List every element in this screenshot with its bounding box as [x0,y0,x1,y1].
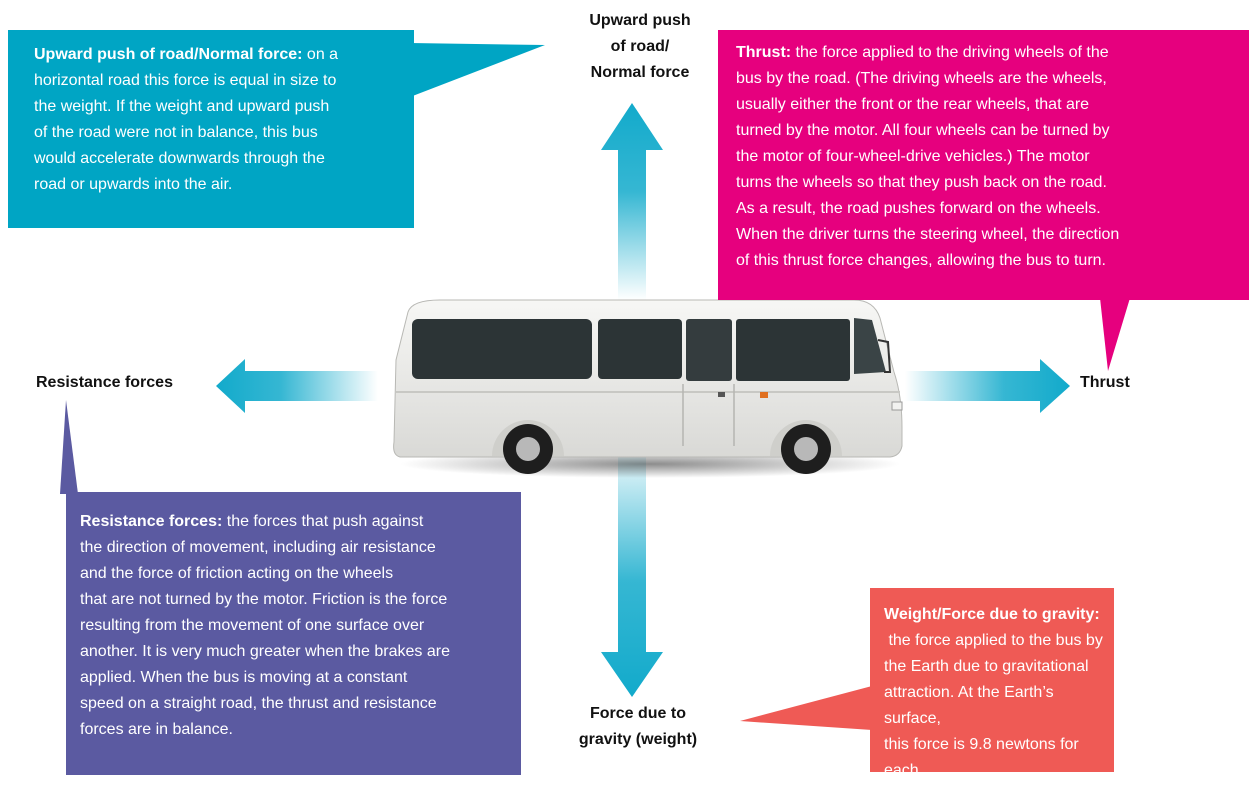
resistance-callout-line: and the force of friction acting on the … [80,561,513,587]
weight-callout-line: this force is 9.8 newtons for each [884,732,1106,784]
weight-callout-pointer [740,686,872,730]
normal-callout-line: road or upwards into the air. [34,172,404,198]
weight-label-line2: gravity (weight) [558,727,718,753]
normal-callout-line: the weight. If the weight and upward pus… [34,94,404,120]
weight-arrow [601,440,663,697]
resistance-callout-line: forces are in balance. [80,717,513,743]
thrust-callout-line: Thrust: the force applied to the driving… [736,40,1239,66]
normal-force-callout: Upward push of road/Normal force: on a h… [8,30,414,228]
normal-callout-line: horizontal road this force is equal in s… [34,68,404,94]
resistance-callout-line: the direction of movement, including air… [80,535,513,561]
normal-callout-line: would accelerate downwards through the [34,146,404,172]
resistance-callout: Resistance forces: the forces that push … [66,492,521,775]
weight-callout-title: Weight/Force due to gravity: [884,606,1100,623]
normal-callout-title: Upward push of road/Normal force: [34,46,302,63]
resistance-arrow [216,359,378,413]
resistance-callout-line: speed on a straight road, the thrust and… [80,691,513,717]
normal-callout-line: Upward push of road/Normal force: on a [34,42,404,68]
resistance-callout-line: that are not turned by the motor. Fricti… [80,587,513,613]
thrust-callout-title: Thrust: [736,44,791,61]
resistance-label: Resistance forces [36,370,173,396]
resistance-callout-line: Resistance forces: the forces that push … [80,509,513,535]
normal-force-arrow [601,103,663,300]
resistance-callout-pointer [60,400,78,494]
weight-callout-line: the force applied to the bus by [884,628,1106,654]
weight-label: Force due to gravity (weight) [558,701,718,753]
normal-callout-pointer [410,43,545,97]
resistance-callout-title: Resistance forces: [80,513,222,530]
weight-callout-line: kilogram of mass. [884,784,1106,810]
thrust-callout-line: When the driver turns the steering wheel… [736,222,1239,248]
thrust-callout-line: turned by the motor. All four wheels can… [736,118,1239,144]
weight-callout-line: attraction. At the Earth’s surface, [884,680,1106,732]
thrust-callout-line: turns the wheels so that they push back … [736,170,1239,196]
weight-callout-title-line: Weight/Force due to gravity: [884,602,1106,628]
normal-label-line3: Normal force [560,60,720,86]
normal-force-label: Upward push of road/ Normal force [560,8,720,86]
weight-callout-line: the Earth due to gravitational [884,654,1106,680]
normal-callout-line: of the road were not in balance, this bu… [34,120,404,146]
weight-callout: Weight/Force due to gravity: the force a… [870,588,1114,772]
thrust-arrow [905,359,1070,413]
thrust-callout-line: of this thrust force changes, allowing t… [736,248,1239,274]
normal-label-line2: of road/ [560,34,720,60]
resistance-callout-line: applied. When the bus is moving at a con… [80,665,513,691]
thrust-callout-line: usually either the front or the rear whe… [736,92,1239,118]
thrust-callout-line: the motor of four-wheel-drive vehicles.)… [736,144,1239,170]
weight-label-line1: Force due to [558,701,718,727]
resistance-callout-line: resulting from the movement of one surfa… [80,613,513,639]
thrust-callout-line: bus by the road. (The driving wheels are… [736,66,1239,92]
thrust-callout: Thrust: the force applied to the driving… [718,30,1249,300]
thrust-label: Thrust [1080,370,1130,396]
thrust-callout-line: As a result, the road pushes forward on … [736,196,1239,222]
resistance-callout-line: another. It is very much greater when th… [80,639,513,665]
normal-label-line1: Upward push [560,8,720,34]
thrust-callout-pointer [1100,298,1130,371]
bus-illustration [394,300,902,478]
